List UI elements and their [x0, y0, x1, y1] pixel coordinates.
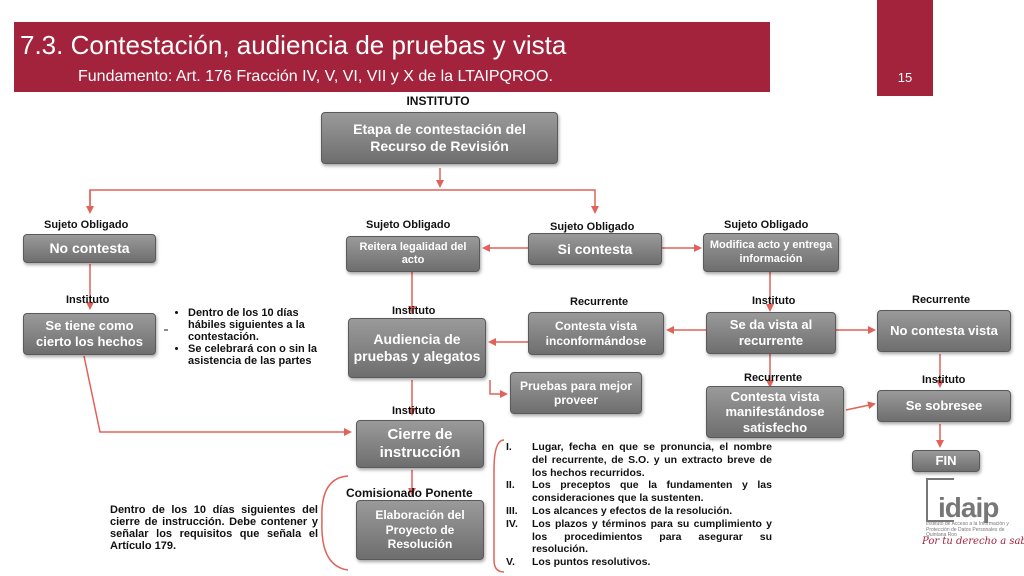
- note-plazo-elaboracion: Dentro de los 10 días siguientes del cie…: [110, 504, 318, 552]
- node-audiencia: Audiencia de pruebas y alegatos: [348, 318, 486, 378]
- bracket-requirements: [493, 439, 505, 573]
- requirements-list: I.Lugar, fecha en que se pronuncia, el n…: [506, 441, 772, 569]
- node-da-vista: Se da vista al recurrente: [706, 312, 836, 354]
- node-tiene-cierto: Se tiene como cierto los hechos: [23, 313, 156, 355]
- label-so-modifica: Sujeto Obligado: [724, 219, 809, 231]
- node-cierre-instruccion: Cierre de instrucción: [356, 420, 484, 468]
- label-inst-cierre: Instituto: [392, 405, 436, 417]
- node-reitera-legalidad: Reitera legalidad del acto: [346, 236, 480, 272]
- bullet-item: Se celebrará con o sin la asistencia de …: [188, 343, 320, 367]
- node-contesta-satisfecho: Contesta vista manifestándose satisfecho: [706, 386, 844, 438]
- label-instituto-top: INSTITUTO: [406, 94, 470, 108]
- idaip-logo-subtext: Instituto de Acceso a la Información y P…: [926, 521, 1009, 538]
- label-rec-satisfecho: Recurrente: [744, 372, 803, 384]
- arrow-satisfecho-sobresee: [845, 401, 876, 411]
- label-comisionado: Comisionado Ponente: [346, 486, 473, 500]
- bracket-elaboracion: [321, 475, 349, 571]
- idaip-slogan: Por tu derecho a saber: [922, 536, 1024, 547]
- node-etapa-contestacion: Etapa de contestación del Recurso de Rev…: [321, 112, 558, 164]
- page-number-bar: [877, 0, 933, 96]
- node-no-contesta-vista: No contesta vista: [877, 310, 1011, 352]
- label-rec-no-contesta: Recurrente: [912, 294, 971, 306]
- requirement-item: II.Los preceptos que la fundamenten y la…: [506, 479, 772, 505]
- page-title: 7.3. Contestación, audiencia de pruebas …: [20, 30, 567, 60]
- label-inst-sobresee: Instituto: [922, 374, 966, 386]
- idaip-logo: idaip: [938, 492, 999, 523]
- node-contesta-inconforme: Contesta vista inconformándose: [528, 312, 664, 355]
- label-inst-audiencia: Instituto: [392, 305, 436, 317]
- node-modifica-acto: Modifica acto y entrega información: [703, 233, 839, 272]
- label-inst-tiene-cierto: Instituto: [66, 294, 110, 306]
- requirement-item: IV.Los plazos y términos para su cumplim…: [506, 517, 772, 556]
- node-elaboracion-proyecto: Elaboración del Proyecto de Resolución: [356, 500, 484, 560]
- requirement-item: V.Los puntos resolutivos.: [506, 556, 651, 569]
- bullet-item: Dentro de los 10 días hábiles siguientes…: [188, 307, 320, 343]
- node-fin: FIN: [912, 450, 980, 472]
- label-rec-inconforme: Recurrente: [570, 296, 629, 308]
- page-subtitle: Fundamento: Art. 176 Fracción IV, V, VI,…: [78, 68, 553, 85]
- label-so-no-contesta: Sujeto Obligado: [44, 219, 129, 231]
- node-pruebas-mejor-proveer: Pruebas para mejor proveer: [510, 372, 642, 414]
- label-so-reitera: Sujeto Obligado: [366, 219, 451, 231]
- bullet-notes: Dentro de los 10 días hábiles siguientes…: [172, 307, 320, 367]
- branch-line: [89, 189, 599, 214]
- node-sobresee: Se sobresee: [877, 390, 1011, 422]
- requirement-item: III.Los alcances y efectos de la resoluc…: [506, 504, 733, 517]
- node-si-contesta: Si contesta: [528, 233, 662, 265]
- arrow-tiene-to-cierre: [83, 355, 352, 436]
- requirement-item: I.Lugar, fecha en que se pronuncia, el n…: [506, 441, 772, 479]
- label-so-si-contesta: Sujeto Obligado: [550, 221, 635, 233]
- label-inst-da-vista: Instituto: [752, 295, 796, 307]
- idaip-logo-mark: [926, 478, 954, 522]
- page-number: 15: [897, 70, 913, 85]
- arrow-to-pruebas: [489, 380, 508, 398]
- node-no-contesta: No contesta: [23, 234, 156, 263]
- title-banner: [14, 22, 770, 92]
